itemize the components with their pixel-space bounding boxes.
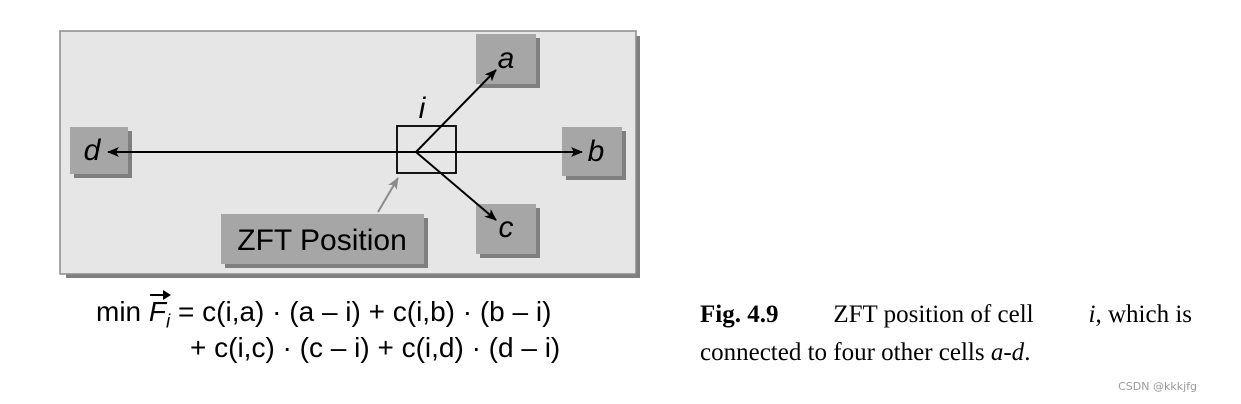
caption-cell: i [1088,301,1096,328]
equation-line-2: + c(i,c) · (c – i) + c(i,d) · (d – i) [190,332,561,363]
figure-caption: Fig. 4.9 ZFT position of cell i, which i… [700,296,1192,372]
zft-position-label: ZFT Position [237,224,407,257]
cell-i-label: i [419,92,427,125]
caption-text-3: connected to four other cells [700,339,985,366]
cell-d-label: d [84,134,102,167]
arrow-to-c [415,151,497,221]
caption-text-2: , which is [1095,301,1192,328]
arrow-to-a [415,69,497,153]
cell-i-box [396,125,457,174]
cell-b-label: b [588,135,605,168]
caption-text-1: ZFT position of cell [833,301,1034,328]
cell-c-label: c [499,211,514,244]
equation-min: min [96,296,142,327]
zft-position-box: ZFT Position [221,214,428,268]
figure-number: Fig. 4.9 [700,301,779,328]
cell-b: b [562,127,626,180]
zft-pointer-arrow [377,177,399,213]
watermark: CSDN @kkkjfg [1118,380,1197,393]
cell-a-label: a [498,42,515,75]
equation-term-1: = c(i,a) · (a – i) + c(i,b) · (b – i) [178,296,552,327]
equation-force-vector: Fi [148,290,172,333]
cell-d: d [70,127,132,178]
equation-line-1: min Fi = c(i,a) · (a – i) + c(i,b) · (b … [96,290,552,334]
caption-range: a-d [990,339,1025,366]
